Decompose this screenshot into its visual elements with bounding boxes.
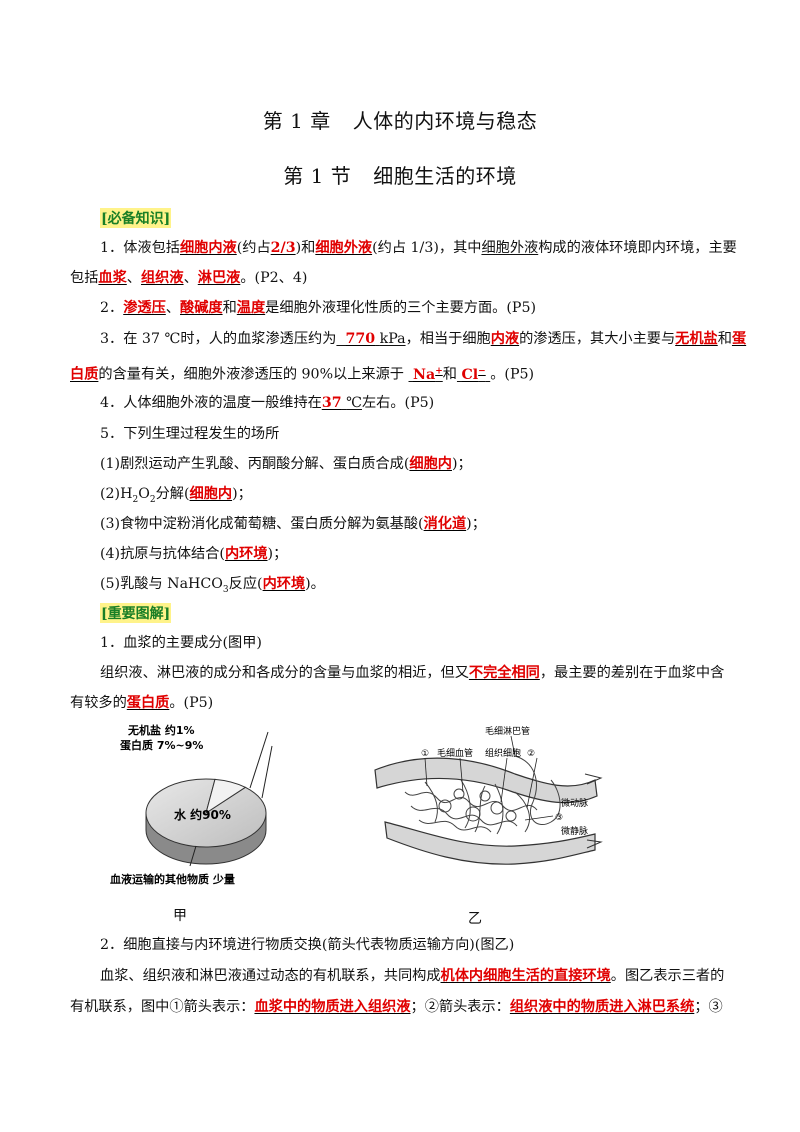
- label-tissue-cell: 组织细胞: [485, 747, 521, 759]
- arrow-icon: [586, 839, 603, 849]
- chapter-name: 人体的内环境与稳态: [352, 109, 538, 133]
- para-1-cont: 包括血浆、组织液、淋巴液。(P2、4): [70, 270, 308, 286]
- para-3-cont: 白质的含量有关，细胞外液渗透压的 90%以上来源于 Na+和 Cl− 。(P5): [70, 366, 535, 383]
- label-venule: 微静脉: [561, 825, 588, 837]
- keyword: 渗透压: [123, 300, 166, 316]
- diagram-1-text: 组织液、淋巴液的成分和各成分的含量与血浆的相近，但又不完全相同，最主要的差别在于…: [100, 665, 725, 681]
- keyword: 细胞内: [189, 486, 233, 502]
- capillary-diagram: 毛细淋巴管 ① 毛细血管 组织细胞 ② ③ 微动脉 微静脉: [374, 725, 603, 865]
- para-5-5: (5)乳酸与 NaHCO3反应(内环境)。: [100, 576, 325, 595]
- keyword: 淋巴液: [197, 270, 241, 286]
- pie-slice-protein: [205, 778, 247, 815]
- keyword: Cl: [461, 366, 479, 383]
- keyword: 内环境: [224, 546, 268, 562]
- keyword: 温度: [236, 300, 266, 316]
- diagram-2: 2．细胞直接与内环境进行物质交换(箭头代表物质运输方向)(图乙): [100, 937, 515, 953]
- para-5-1: (1)剧烈运动产生乳酸、丙酮酸分解、蛋白质合成(细胞内)；: [100, 456, 472, 472]
- section-title: 第 1 节细胞生活的环境: [0, 160, 800, 189]
- pie-label-other: 血液运输的其他物质 少量: [110, 872, 235, 886]
- para-5-2: (2)H2O2分解(细胞内)；: [100, 486, 252, 505]
- keyword: 770: [345, 331, 376, 347]
- section-name: 细胞生活的环境: [373, 164, 517, 188]
- para-5-4: (4)抗原与抗体结合(内环境)；: [100, 546, 288, 562]
- knowledge-heading: [必备知识]: [100, 208, 172, 228]
- pie-label-protein: 蛋白质 7%~9%: [120, 738, 203, 752]
- keyword: 37: [321, 395, 342, 411]
- arrow-icon: [584, 773, 603, 785]
- keyword: 白质: [70, 366, 99, 383]
- para-5: 5．下列生理过程发生的场所: [100, 426, 280, 442]
- diagram-1-cont: 有较多的蛋白质。(P5): [70, 695, 214, 711]
- pie-label-salt: 无机盐 约1%: [127, 723, 195, 737]
- plasma-pie-chart: 无机盐 约1% 蛋白质 7%~9% 水 约90% 血液运输的其他物质 少量: [110, 723, 273, 886]
- para-2: 2．渗透压、酸碱度和温度是细胞外液理化性质的三个主要方面。(P5): [100, 300, 537, 316]
- keyword: 蛋白质: [126, 695, 170, 711]
- leader-line: [189, 845, 197, 867]
- label-3: ③: [555, 813, 563, 823]
- keyword: 不完全相同: [468, 665, 540, 681]
- keyword: 细胞内液: [179, 240, 237, 256]
- leader-line: [261, 745, 273, 799]
- label-blood-capillary: 毛细血管: [437, 747, 473, 759]
- diagram-leaders: [424, 735, 554, 821]
- chapter-label: 第 1 章: [262, 109, 331, 133]
- pie-label-water: 水 约90%: [174, 807, 231, 822]
- keyword: 消化道: [423, 516, 467, 532]
- para-5-3: (3)食物中淀粉消化成葡萄糖、蛋白质分解为氨基酸(消化道)；: [100, 516, 486, 532]
- caption-yi: 乙: [468, 911, 482, 927]
- diagram-1: 1．血浆的主要成分(图甲): [100, 635, 262, 651]
- keyword: 血浆中的物质进入组织液: [254, 999, 411, 1015]
- caption-jia: 甲: [173, 908, 187, 924]
- label-1: ①: [421, 749, 429, 759]
- keyword: 组织液中的物质进入淋巴系统: [509, 999, 695, 1015]
- label-2: ②: [527, 749, 535, 759]
- keyword: 细胞外液: [315, 240, 373, 256]
- keyword: 细胞内: [409, 456, 452, 472]
- venule: [384, 821, 596, 865]
- arteriole: [374, 757, 598, 804]
- para-4: 4．人体细胞外液的温度一般维持在37 ℃左右。(P5): [100, 395, 435, 411]
- section-label: 第 1 节: [283, 164, 352, 188]
- para-1: 1．体液包括细胞内液(约占2/3)和细胞外液(约占 1/3)，其中细胞外液构成的…: [100, 240, 737, 256]
- diagram-2-text: 血浆、组织液和淋巴液通过动态的有机联系，共同构成机体内细胞生活的直接环境。图乙表…: [100, 968, 725, 984]
- chapter-title: 第 1 章人体的内环境与稳态: [0, 105, 800, 134]
- diagram-heading: [重要图解]: [100, 603, 172, 623]
- label-arteriole: 微动脉: [561, 797, 588, 809]
- keyword: 蛋: [731, 331, 747, 347]
- para-3: 3．在 37 ℃时，人的血浆渗透压约为 770 kPa，相当于细胞内液的渗透压，…: [100, 331, 747, 347]
- keyword: Na: [413, 366, 436, 383]
- keyword: 内环境: [262, 576, 306, 592]
- keyword: 组织液: [140, 270, 184, 286]
- keyword: 无机盐: [675, 331, 718, 347]
- keyword: 内液: [490, 331, 520, 347]
- keyword: 酸碱度: [180, 300, 223, 316]
- capillary-network: [404, 755, 561, 835]
- keyword: 2/3: [270, 240, 296, 256]
- diagram-2-cont: 有机联系，图中①箭头表示：血浆中的物质进入组织液；②箭头表示：组织液中的物质进入…: [70, 999, 723, 1015]
- label-lymph-capillary: 毛细淋巴管: [485, 725, 530, 737]
- leader-line: [249, 731, 269, 789]
- keyword: 血浆: [98, 270, 127, 286]
- keyword: 机体内细胞生活的直接环境: [440, 968, 611, 984]
